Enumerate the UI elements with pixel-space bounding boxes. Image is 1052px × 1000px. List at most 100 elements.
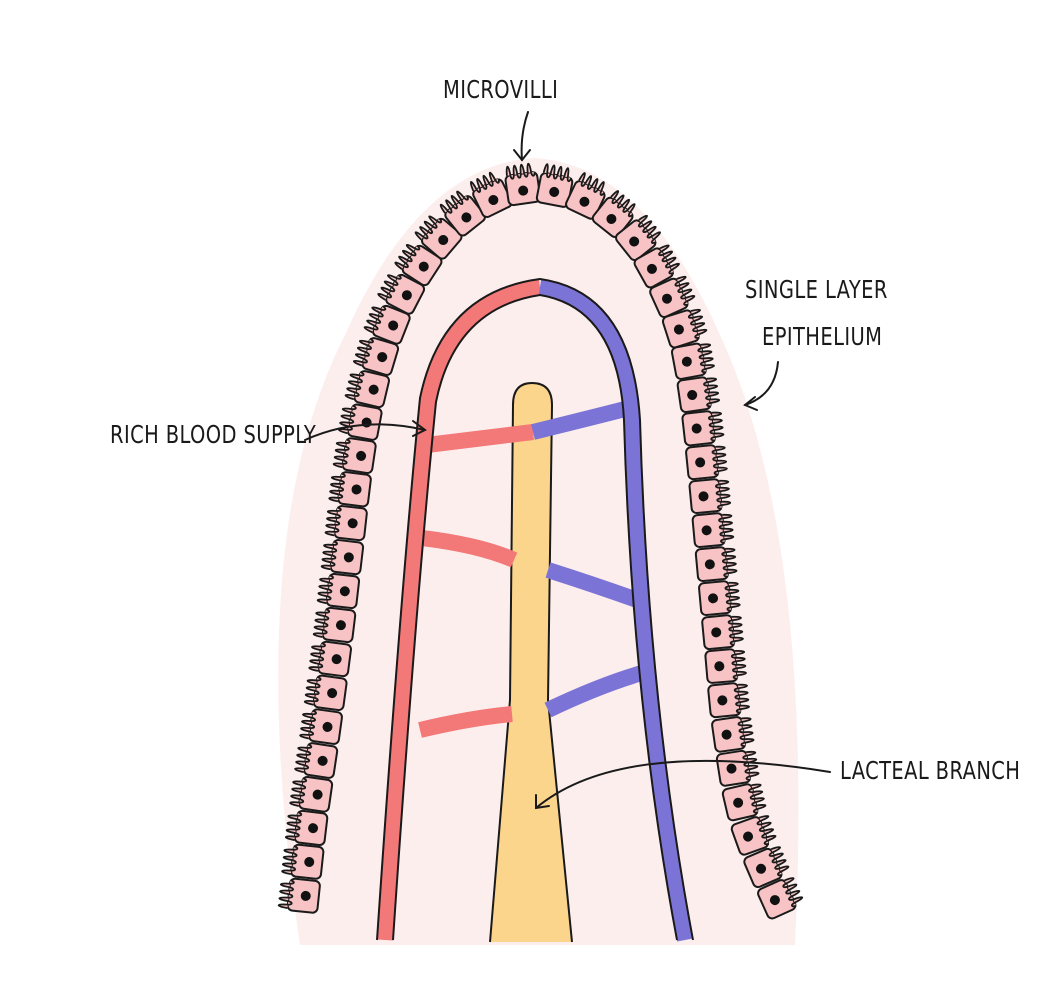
epithelial-cell: [332, 437, 377, 474]
cell-nucleus: [339, 586, 350, 597]
cell-nucleus: [335, 620, 346, 631]
microvilli-border: [294, 743, 313, 774]
epithelial-cell: [352, 337, 400, 376]
microvilli-border: [697, 343, 715, 374]
microvilli-border: [284, 811, 303, 841]
cell-nucleus: [322, 721, 333, 732]
cell-nucleus: [695, 457, 706, 468]
epithelial-cell: [670, 342, 715, 380]
epithelial-cell: [414, 215, 463, 260]
microvilli-border: [303, 676, 322, 706]
microvilli-border: [737, 717, 755, 748]
microvilli-border: [324, 506, 342, 537]
microvilli-border: [469, 171, 500, 193]
epithelial-cell: [324, 505, 368, 542]
cell-nucleus: [698, 491, 709, 502]
epithelium-pointer-arrow: [744, 361, 779, 406]
artery-branch-1: [426, 424, 534, 453]
microvilli-border: [658, 244, 680, 275]
microvilli-arrowhead: [513, 149, 531, 162]
cell-nucleus: [304, 856, 315, 867]
blood-vessels: [377, 279, 693, 942]
cell-nucleus: [717, 695, 728, 706]
microvilli-border: [394, 243, 421, 270]
cell-nucleus: [733, 797, 744, 808]
epithelial-cell: [681, 410, 725, 447]
label-lacteal-branch: LACTEAL BRANCH: [840, 756, 1021, 785]
cell-nucleus: [438, 235, 449, 246]
epithelial-cell: [615, 214, 661, 262]
blood-supply-arrowhead: [412, 420, 427, 437]
microvilli-border: [638, 214, 661, 244]
vessel-outlines: [376, 277, 694, 941]
cell-nucleus: [356, 450, 367, 461]
microvilli-border: [730, 649, 747, 680]
microvilli-border: [718, 513, 735, 544]
microvilli-border: [337, 404, 357, 435]
epithelial-cell: [439, 190, 487, 237]
cell-nucleus: [743, 831, 754, 842]
epithelial-cell: [344, 370, 390, 409]
microvilli-pointer-arrow: [520, 111, 529, 161]
cell-nucleus: [687, 389, 698, 400]
epithelial-cell: [328, 471, 372, 508]
epithelial-cell: [294, 742, 339, 779]
cell-nucleus: [721, 729, 732, 740]
cell-nucleus: [317, 755, 328, 766]
microvilli-border: [377, 274, 402, 301]
microvilli-border: [505, 162, 536, 180]
cell-nucleus: [308, 823, 319, 834]
epithelial-cell: [308, 640, 352, 678]
cell-nucleus: [418, 261, 429, 272]
cell-nucleus: [347, 518, 358, 529]
epithelial-cell: [661, 308, 708, 349]
label-single-layer: SINGLE LAYER: [745, 275, 888, 304]
cell-nucleus: [343, 552, 354, 563]
cell-nucleus: [673, 324, 684, 335]
lacteal: [490, 383, 572, 942]
microvilli-border: [578, 172, 606, 196]
microvilli-border: [542, 163, 573, 183]
epithelial-cell: [707, 682, 750, 719]
cell-nucleus: [377, 352, 388, 363]
epithelial-cell: [377, 273, 426, 315]
epithelial-cell: [711, 716, 755, 753]
microvilli-border: [674, 275, 696, 306]
microvilli-border: [308, 642, 326, 672]
cell-nucleus: [488, 194, 499, 205]
cell-nucleus: [704, 559, 715, 570]
label-microvilli: MICROVILLI: [443, 75, 559, 104]
cell-nucleus: [312, 789, 323, 800]
epithelial-cell: [698, 580, 741, 617]
microvilli-border: [703, 377, 721, 408]
microvilli-border: [721, 547, 738, 578]
epithelial-cell: [694, 546, 738, 583]
epithelium-arrowhead: [743, 396, 758, 411]
cell-nucleus: [331, 654, 342, 665]
cell-nucleus: [769, 895, 780, 906]
epithelial-cell: [688, 478, 732, 515]
cell-nucleus: [691, 423, 702, 434]
epithelial-cell: [284, 809, 329, 847]
epithelial-cell: [303, 674, 348, 712]
epithelial-cell: [394, 243, 443, 287]
epithelial-cell: [565, 172, 606, 220]
epithelial-cell: [730, 815, 777, 856]
cell-nucleus: [388, 320, 399, 331]
microvilli-border: [414, 215, 443, 241]
microvilli-border: [289, 777, 308, 807]
cell-nucleus: [579, 196, 590, 207]
cell-nucleus: [300, 890, 311, 901]
epithelial-cell: [676, 376, 721, 414]
microvilli-border: [768, 846, 790, 877]
blood-supply-pointer-arrow: [304, 423, 426, 441]
epithelial-cell: [277, 877, 321, 914]
vein-branch-2: [545, 562, 640, 608]
microvilli-border: [352, 337, 374, 367]
epithelial-cell: [715, 749, 760, 787]
cell-nucleus: [629, 236, 640, 247]
epithelial-cell-layer: [277, 162, 804, 920]
epithelial-cell: [363, 304, 411, 345]
epithelial-cell: [633, 244, 680, 289]
epithelial-cell: [691, 512, 735, 548]
